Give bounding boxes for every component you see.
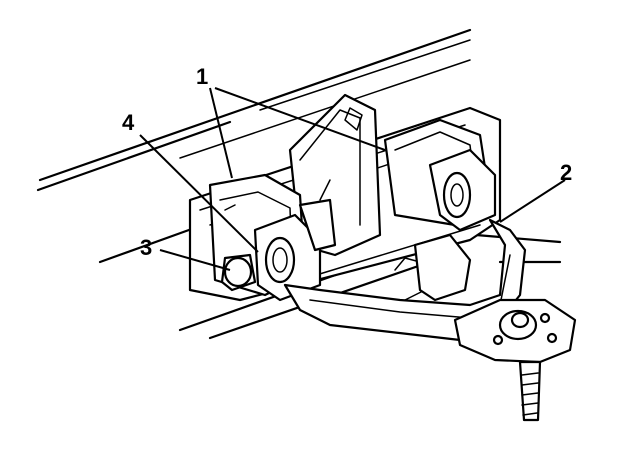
callout-4: 4 [122, 110, 135, 135]
callout-2: 2 [560, 160, 572, 185]
leader-lines [139, 87, 566, 271]
right-pivot-bushing [383, 118, 497, 232]
leader-3 [159, 249, 231, 271]
leader-1a [209, 87, 233, 179]
bolt [220, 253, 257, 292]
ball-joint [453, 298, 577, 422]
leader-1b [214, 87, 386, 151]
callout-1: 1 [196, 64, 208, 89]
leader-2 [499, 179, 566, 223]
leader-4 [139, 134, 259, 253]
callout-3: 3 [140, 235, 152, 260]
control-arm [283, 218, 527, 342]
